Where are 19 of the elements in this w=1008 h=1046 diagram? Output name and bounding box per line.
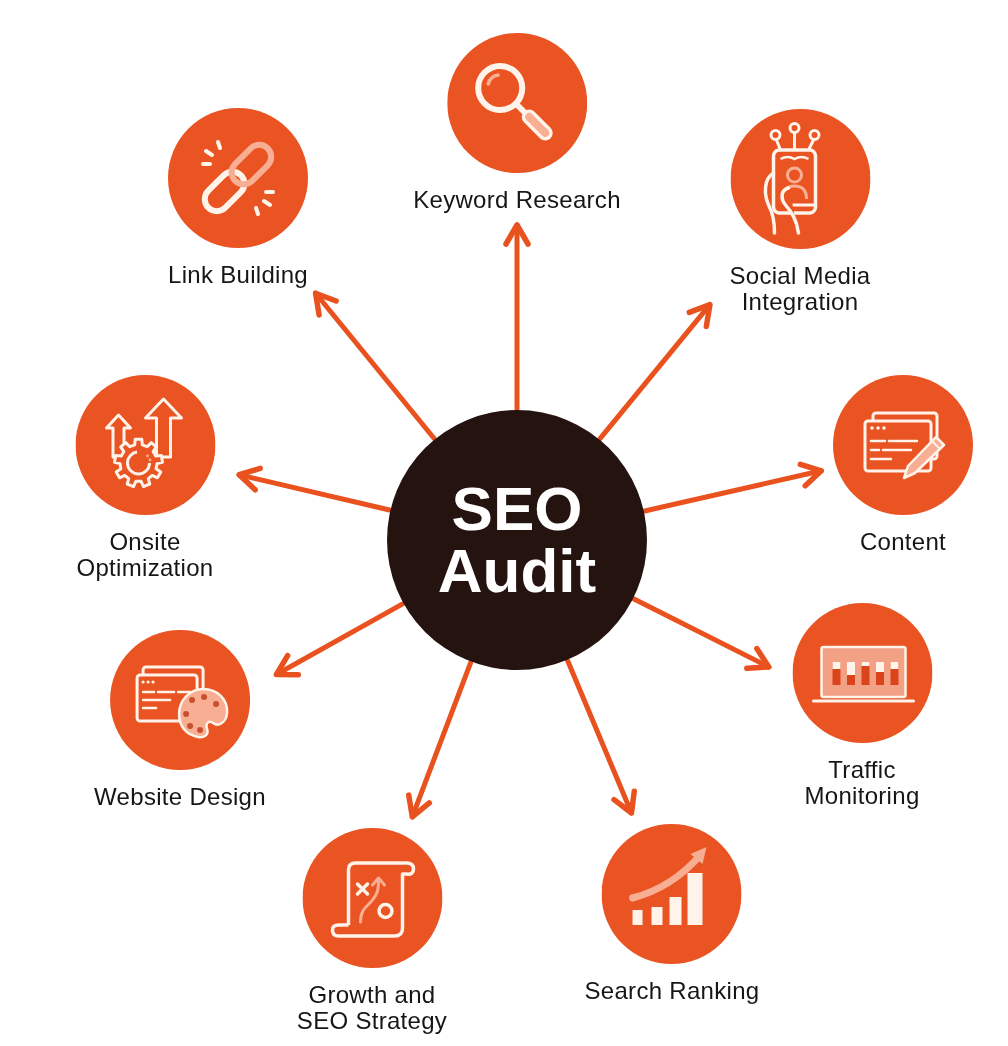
topic-label: Search Ranking (584, 978, 760, 1004)
arrow (597, 301, 713, 442)
topic-label: Keyword Research (413, 187, 621, 213)
topic-label: Content (859, 529, 947, 555)
arrow (642, 461, 825, 514)
arrow (565, 658, 638, 816)
hub-title: SEO Audit (436, 478, 598, 602)
arrow (406, 660, 474, 820)
topic-label: Social Media Integration (728, 263, 872, 315)
topic-label: Website Design (94, 784, 266, 810)
topic-label: Growth and SEO Strategy (295, 982, 449, 1034)
topic-label: Link Building (168, 262, 308, 288)
topic-label: Traffic Monitoring (803, 757, 921, 809)
arrow (312, 290, 437, 441)
topic-label: Onsite Optimization (75, 529, 215, 581)
arrow (236, 465, 392, 513)
arrow (631, 596, 772, 671)
arrow (273, 601, 406, 678)
arrow (503, 222, 531, 412)
